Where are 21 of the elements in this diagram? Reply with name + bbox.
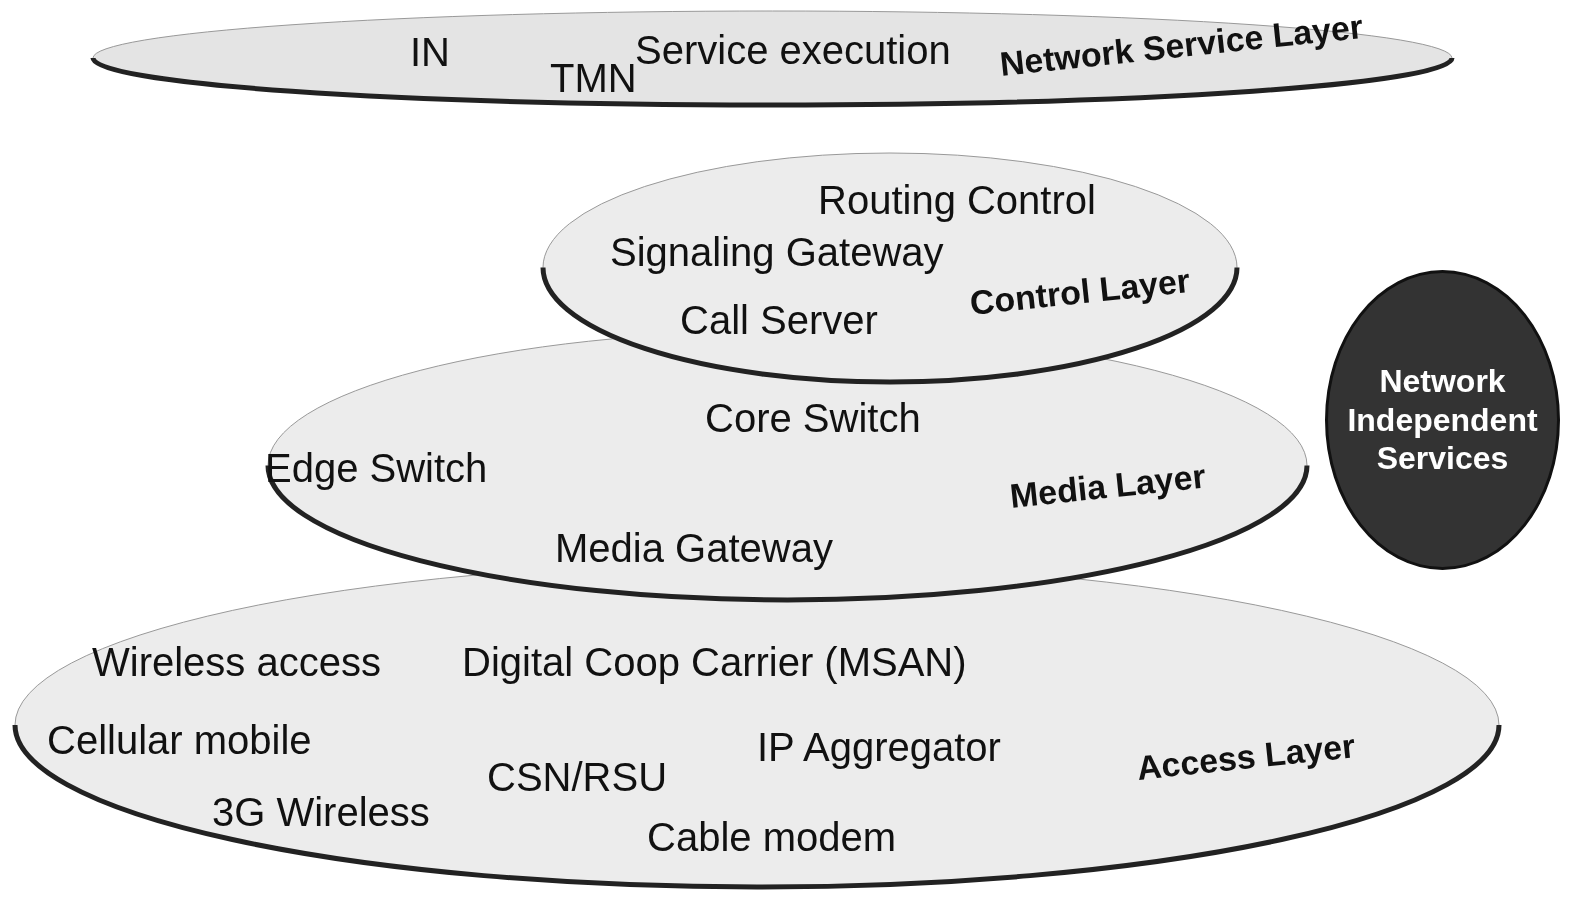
component-label: TMN	[550, 56, 637, 100]
component-label: Service execution	[635, 28, 951, 72]
component-label: Core Switch	[705, 396, 921, 440]
component-label: IN	[410, 30, 450, 74]
layer-label: Network Service Layer	[998, 7, 1365, 84]
component-label: Signaling Gateway	[610, 230, 944, 274]
component-label: Wireless access	[92, 640, 381, 684]
component-label: Media Gateway	[555, 526, 833, 570]
layer-label: Network Independent Services	[1346, 362, 1539, 478]
layer-label: Media Layer	[1008, 457, 1208, 516]
component-label: Cable modem	[647, 815, 896, 859]
component-label: Call Server	[680, 298, 878, 342]
component-label: CSN/RSU	[487, 755, 668, 799]
layer-label: Control Layer	[968, 262, 1192, 323]
component-label: Edge Switch	[265, 446, 488, 490]
layer-label: Access Layer	[1135, 727, 1358, 788]
component-label: Routing Control	[818, 178, 1096, 222]
component-label: 3G Wireless	[212, 790, 430, 834]
component-label: Cellular mobile	[47, 718, 312, 762]
component-label: IP Aggregator	[757, 725, 1001, 769]
component-label: Digital Coop Carrier (MSAN)	[462, 640, 967, 684]
